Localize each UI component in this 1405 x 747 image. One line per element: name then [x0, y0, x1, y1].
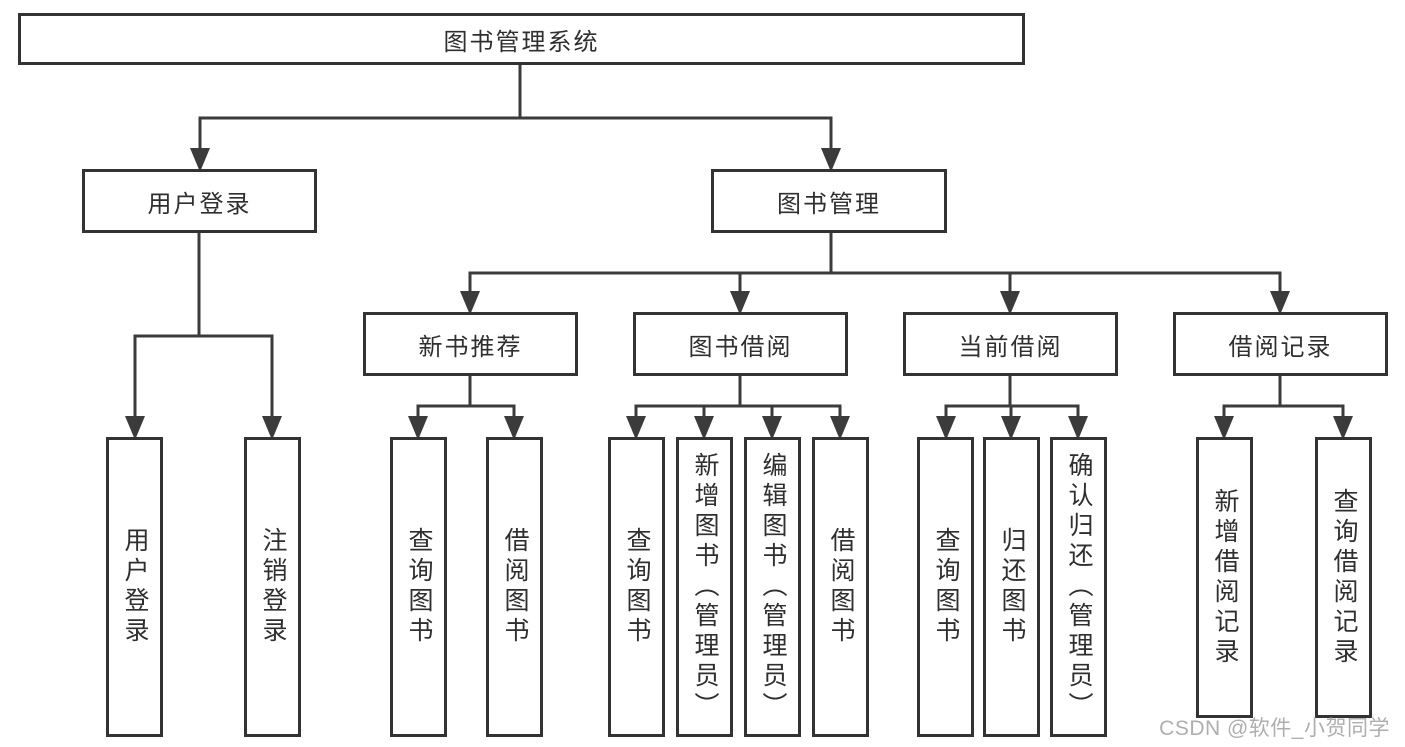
leaf-query-books: 查询图书: [917, 437, 974, 737]
node-book-management: 图书管理: [711, 169, 947, 233]
leaf-label: 用户登录: [121, 527, 149, 647]
node-label: 新书推荐: [418, 333, 523, 361]
node-new-book-recommendation: 新书推荐: [363, 312, 578, 376]
node-current-borrowing: 当前借阅: [903, 312, 1118, 376]
node-label: 当前借阅: [958, 333, 1063, 361]
leaf-query-books: 查询图书: [390, 437, 447, 737]
node-library-management-system: 图书管理系统: [18, 13, 1025, 65]
node-label: 图书管理系统: [443, 28, 600, 56]
node-book-borrowing: 图书借阅: [633, 312, 848, 376]
leaf-label: 编辑图书（管理员）: [759, 452, 787, 722]
leaf-add-book-admin: 新增图书（管理员）: [676, 437, 733, 737]
leaf-confirm-return-admin: 确认归还（管理员）: [1050, 437, 1107, 737]
watermark: CSDN @软件_小贺同学: [1159, 717, 1390, 740]
leaf-label: 借阅图书: [501, 527, 529, 647]
leaf-user-login: 用户登录: [106, 437, 163, 737]
leaf-query-borrow-record: 查询借阅记录: [1315, 437, 1372, 718]
leaf-label: 新增图书（管理员）: [691, 452, 719, 722]
node-label: 图书借阅: [688, 333, 793, 361]
leaf-logout: 注销登录: [244, 437, 301, 737]
leaf-label: 新增借阅记录: [1211, 487, 1239, 668]
leaf-label: 注销登录: [259, 527, 287, 647]
leaf-label: 查询借阅记录: [1330, 487, 1358, 668]
leaf-label: 确认归还（管理员）: [1065, 452, 1093, 722]
leaf-label: 查询图书: [932, 527, 960, 647]
leaf-query-books: 查询图书: [608, 437, 665, 737]
leaf-return-books: 归还图书: [983, 437, 1040, 737]
node-label: 图书管理: [777, 190, 881, 218]
node-user-login: 用户登录: [82, 169, 317, 233]
leaf-add-borrow-record: 新增借阅记录: [1196, 437, 1253, 718]
leaf-label: 查询图书: [623, 527, 651, 647]
node-borrowing-records: 借阅记录: [1173, 312, 1388, 376]
leaf-borrow-books: 借阅图书: [812, 437, 869, 737]
node-label: 借阅记录: [1228, 333, 1333, 361]
leaf-edit-book-admin: 编辑图书（管理员）: [744, 437, 801, 737]
leaf-label: 归还图书: [998, 527, 1026, 647]
leaf-label: 查询图书: [405, 527, 433, 647]
leaf-borrow-books: 借阅图书: [486, 437, 543, 737]
node-label: 用户登录: [147, 190, 252, 218]
leaf-label: 借阅图书: [827, 527, 855, 647]
